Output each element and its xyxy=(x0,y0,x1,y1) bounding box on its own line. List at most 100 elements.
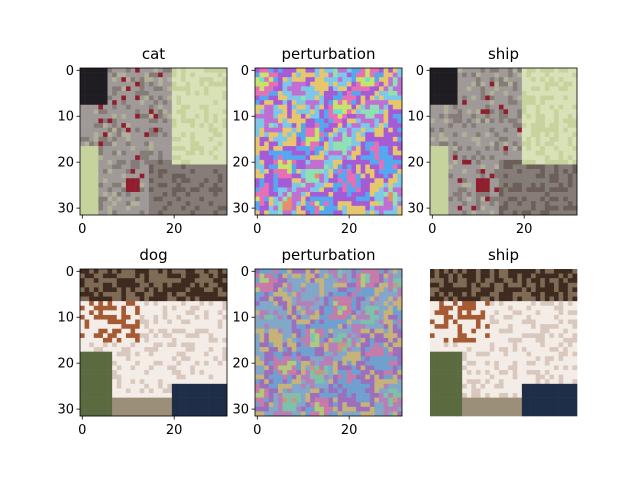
image-pixel xyxy=(374,273,380,279)
image-pixel xyxy=(305,319,311,325)
image-pixel xyxy=(158,150,163,156)
image-pixel xyxy=(346,296,352,302)
image-pixel xyxy=(176,132,182,138)
image-pixel xyxy=(563,210,569,216)
image-pixel xyxy=(255,379,260,385)
image-pixel xyxy=(135,77,141,83)
image-pixel xyxy=(531,210,536,216)
image-pixel xyxy=(255,314,260,320)
image-pixel xyxy=(392,379,398,385)
image-pixel xyxy=(112,296,118,302)
image-pixel xyxy=(130,342,136,348)
image-pixel xyxy=(148,205,154,211)
image-pixel xyxy=(84,95,90,101)
image-pixel xyxy=(434,201,440,207)
image-pixel xyxy=(544,109,550,115)
image-pixel xyxy=(213,77,219,83)
image-pixel xyxy=(291,192,297,197)
image-pixel xyxy=(268,278,274,284)
image-pixel xyxy=(379,113,384,119)
image-pixel xyxy=(255,347,260,352)
image-pixel xyxy=(208,201,214,207)
image-pixel xyxy=(176,374,182,380)
image-pixel xyxy=(125,388,131,394)
image-pixel xyxy=(517,187,523,193)
image-pixel xyxy=(517,210,523,216)
image-pixel xyxy=(300,370,306,375)
image-pixel xyxy=(176,123,182,129)
image-pixel xyxy=(273,164,279,170)
image-pixel xyxy=(153,365,159,371)
image-dog xyxy=(80,269,228,417)
image-pixel xyxy=(549,118,555,124)
image-pixel xyxy=(80,356,85,362)
image-pixel xyxy=(259,301,265,307)
image-pixel xyxy=(337,72,343,78)
image-pixel xyxy=(116,287,122,293)
image-pixel xyxy=(305,132,311,138)
image-pixel xyxy=(139,287,145,293)
image-pixel xyxy=(296,301,302,307)
image-pixel xyxy=(190,402,196,408)
image-pixel xyxy=(98,319,104,325)
image-pixel xyxy=(379,351,384,357)
image-pixel xyxy=(255,370,260,375)
image-pixel xyxy=(462,68,468,73)
image-pixel xyxy=(319,100,325,106)
image-pixel xyxy=(125,397,131,403)
image-pixel xyxy=(181,356,186,362)
image-pixel xyxy=(213,397,219,403)
image-pixel xyxy=(89,333,95,339)
image-pixel xyxy=(531,155,536,161)
image-pixel xyxy=(379,347,384,352)
image-pixel xyxy=(93,379,99,385)
image-pixel xyxy=(116,365,122,371)
image-pixel xyxy=(116,68,122,73)
image-pixel xyxy=(84,100,90,106)
image-pixel xyxy=(319,356,325,362)
image-pixel xyxy=(139,351,145,357)
image-pixel xyxy=(116,296,122,302)
image-pixel xyxy=(319,319,325,325)
image-pixel xyxy=(171,123,177,129)
image-pixel xyxy=(494,150,500,156)
image-pixel xyxy=(346,301,352,307)
image-pixel xyxy=(291,324,297,330)
image-pixel xyxy=(554,127,559,133)
image-pixel xyxy=(181,77,186,83)
image-pixel xyxy=(181,68,186,73)
image-pixel xyxy=(512,192,518,197)
image-pixel xyxy=(531,77,536,83)
image-pixel xyxy=(439,205,445,211)
image-pixel xyxy=(296,282,302,288)
image-pixel xyxy=(144,388,150,394)
image-pixel xyxy=(190,196,196,202)
image-pixel xyxy=(116,173,122,179)
image-pixel xyxy=(116,95,122,101)
image-pixel xyxy=(144,201,150,207)
image-pixel xyxy=(130,319,136,325)
image-pixel xyxy=(351,95,357,101)
image-pixel xyxy=(374,347,380,352)
image-pixel xyxy=(498,72,504,78)
image-pixel xyxy=(489,159,495,165)
image-pixel xyxy=(475,150,481,156)
image-pixel xyxy=(526,136,532,142)
image-pixel xyxy=(121,310,127,316)
image-pixel xyxy=(89,201,95,207)
image-pixel xyxy=(208,393,214,398)
image-pixel xyxy=(369,136,375,142)
image-pixel xyxy=(190,305,196,311)
image-pixel xyxy=(130,123,136,129)
image-pixel xyxy=(540,132,546,138)
image-pixel xyxy=(466,201,472,207)
image-pixel xyxy=(369,68,375,73)
image-pixel xyxy=(217,333,223,339)
image-pixel xyxy=(314,333,320,339)
image-pixel xyxy=(107,365,113,371)
image-pixel xyxy=(277,201,283,207)
image-pixel xyxy=(130,109,136,115)
image-pixel xyxy=(342,132,348,138)
image-pixel xyxy=(135,301,141,307)
